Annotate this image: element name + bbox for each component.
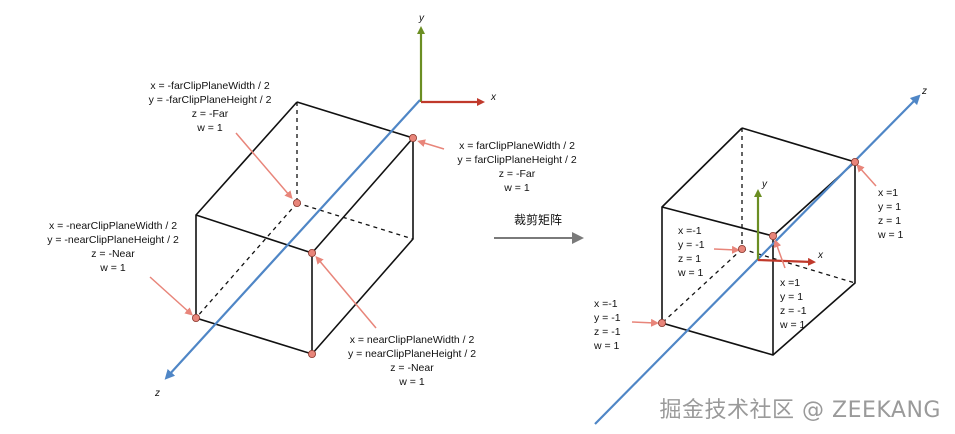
label-line: x = -nearClipPlaneWidth / 2 [49,220,177,232]
label-front-inner: x =1 y = 1 z = -1 w = 1 [779,277,807,331]
label-line: y = 1 [878,201,901,213]
cube-visible-edge [661,206,774,237]
vertex-near-bottom [307,349,316,358]
left-z-axis-label: z [154,388,160,399]
label-line: w = 1 [779,319,806,331]
label-line: y = farClipPlaneHeight / 2 [457,154,577,166]
vertex-front-inner [769,231,778,240]
pointer-arrow [713,245,740,254]
vertex-near-left [191,313,200,322]
right-x-axis [757,257,816,266]
vertex-bottom-left [658,318,667,327]
label-line: z = 1 [678,253,701,265]
frustum-hidden-edge [195,202,298,319]
vertex-near-right [307,248,316,257]
label-near-right: x = nearClipPlaneWidth / 2 y = nearClipP… [348,334,476,388]
watermark: 掘金技术社区 @ ZEEKANG [659,398,941,423]
label-line: x = farClipPlaneWidth / 2 [459,140,575,152]
label-line: x =1 [780,277,800,289]
label-line: y = -farClipPlaneHeight / 2 [149,94,272,106]
label-back-inner: x =-1 y = -1 z = 1 w = 1 [677,225,705,279]
label-line: x = nearClipPlaneWidth / 2 [350,334,475,346]
left-y-axis-label: y [418,13,425,24]
label-near-left: x = -nearClipPlaneWidth / 2 y = -nearCli… [47,220,179,274]
label-line: x =-1 [594,298,618,310]
label-line: y = nearClipPlaneHeight / 2 [348,348,476,360]
right-z-axis-label: z [921,86,927,97]
label-far-top-left: x = -farClipPlaneWidth / 2 y = -farClipP… [149,80,272,134]
vertex-far-top-left [292,198,301,207]
label-line: x = -farClipPlaneWidth / 2 [150,80,270,92]
pointer-arrow [856,164,877,187]
label-line: x =-1 [678,225,702,237]
right-z-axis [594,94,921,425]
left-z-axis [164,99,421,380]
label-line: w = 1 [593,340,620,352]
label-top-right: x =1 y = 1 z = 1 w = 1 [877,187,904,241]
vertex-back-inner [738,244,747,253]
pointer-arrow [773,239,786,269]
label-line: y = -1 [678,239,705,251]
pointer-arrow [631,318,659,327]
cube-hidden-edge [661,248,743,324]
pointer-arrow [235,132,293,200]
label-line: z = -1 [594,326,621,338]
frustum-visible-edge [195,214,313,254]
pointer-arrow [315,255,377,329]
pointer-arrow [149,276,193,316]
pointer-arrow [417,139,445,150]
vertex-top-right [851,157,860,166]
label-line: w = 1 [398,376,425,388]
label-line: y = -1 [594,312,621,324]
label-line: z = -Far [499,168,536,180]
frustum-hidden-edge [296,202,414,240]
label-far-top-right: x = farClipPlaneWidth / 2 y = farClipPla… [457,140,577,194]
label-line: w = 1 [99,262,126,274]
label-line: z = -Near [91,248,135,260]
label-line: w = 1 [503,182,530,194]
label-line: z = 1 [878,215,901,227]
label-line: y = 1 [780,291,803,303]
label-line: w = 1 [877,229,904,241]
left-x-axis-label: x [490,92,497,103]
vertex-far-top-right [408,133,417,142]
label-line: x =1 [878,187,898,199]
label-line: z = -Near [390,362,434,374]
right-x-axis-label: x [817,250,824,261]
right-y-axis-label: y [761,179,768,190]
label-bottom-left: x =-1 y = -1 z = -1 w = 1 [593,298,621,352]
label-line: z = -1 [780,305,807,317]
frustum-visible-edge [311,137,414,254]
label-line: w = 1 [677,267,704,279]
label-line: w = 1 [196,122,223,134]
label-line: z = -Far [192,108,229,120]
transform-label: 裁剪矩阵 [514,212,562,227]
label-line: y = -nearClipPlaneHeight / 2 [47,234,179,246]
